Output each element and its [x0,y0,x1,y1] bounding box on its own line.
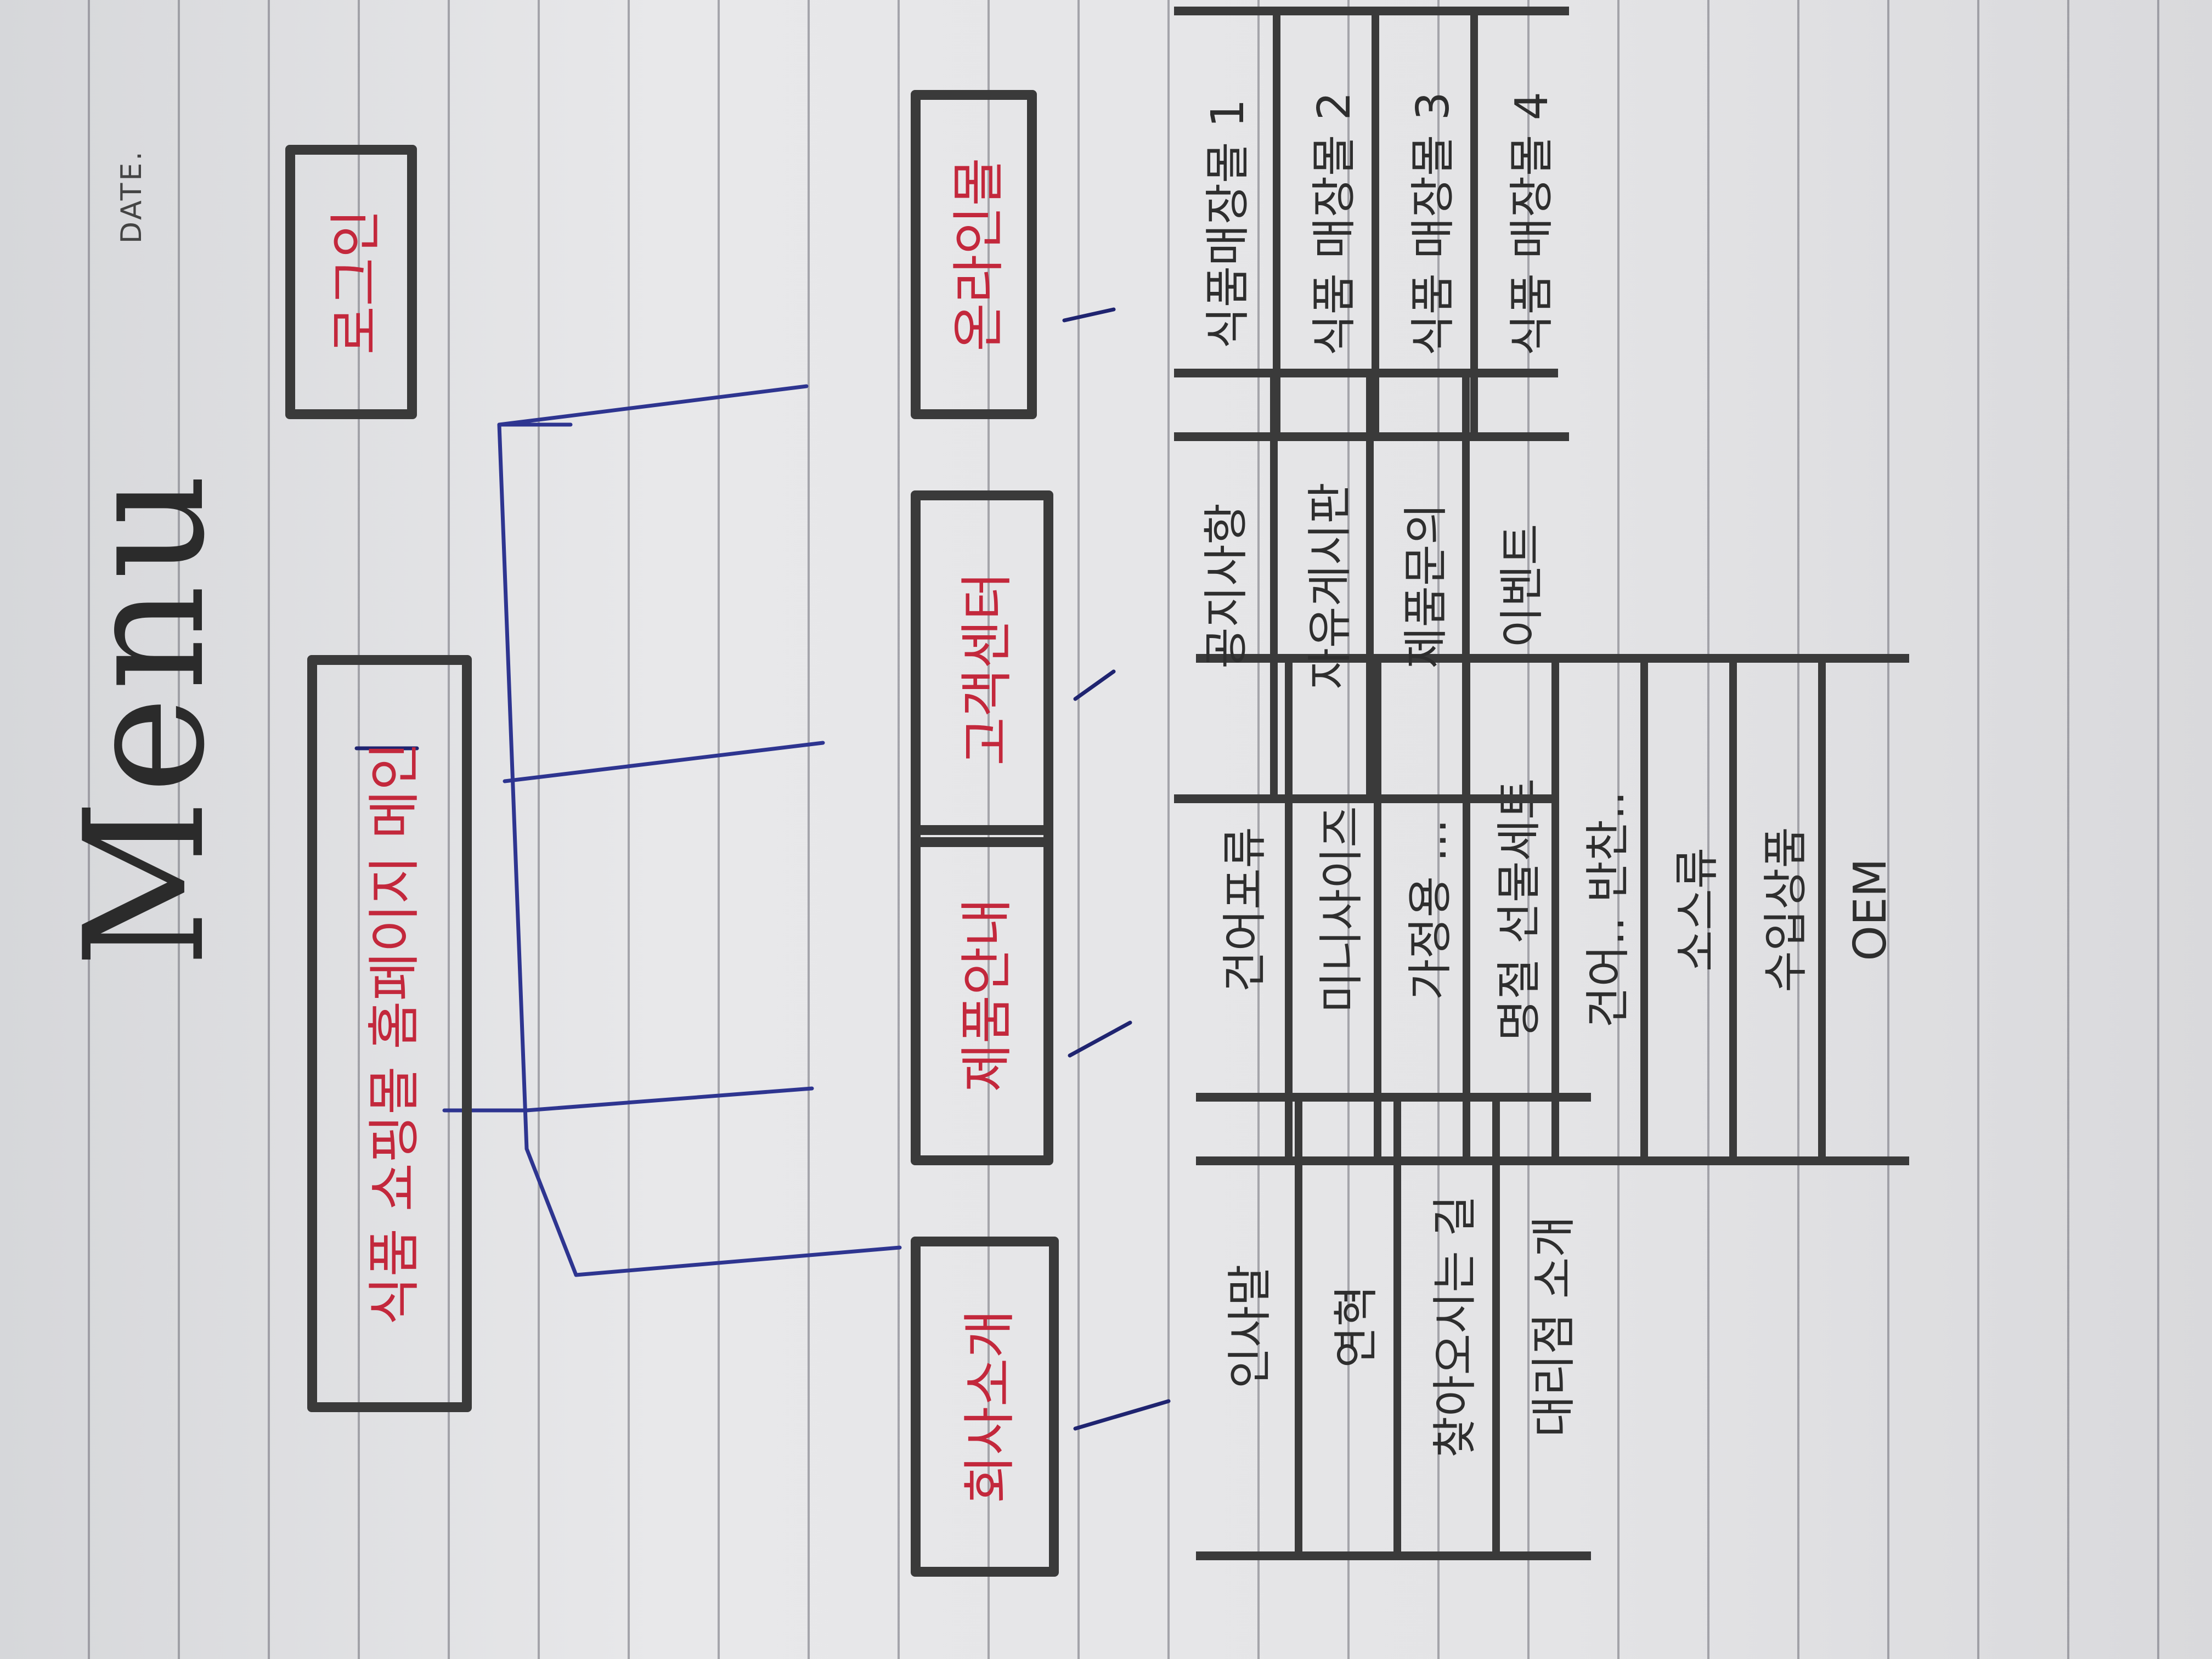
submenu-item[interactable]: 식품매장몰 1 [1201,99,1254,349]
submenu-item[interactable]: OEM [1818,663,1915,1156]
tick-product [1068,1020,1132,1058]
trunk-line [497,422,578,1277]
product-info-label: 제품안내 [956,898,1018,1092]
online-mall-submenu: 식품매장몰 1 식품 매장몰 2 식품 매장몰 3 식품 매장몰 4 [1174,7,1577,441]
tick-company [1073,1399,1171,1431]
main-page-box[interactable]: 식품 쇼핑몰 홈페이지 메인 [307,655,472,1412]
submenu-item[interactable]: 찾아오시는 길 [1393,1102,1500,1551]
submenu-item[interactable]: 연혁 [1295,1102,1401,1551]
company-intro-box[interactable]: 회사소개 [911,1237,1059,1577]
submenu-item[interactable]: 식품 매장몰 2 [1273,15,1379,432]
submenu-item[interactable]: 건어.. 반찬.. [1551,663,1648,1156]
submenu-item[interactable]: 식품 매장몰 4 [1470,15,1577,432]
online-mall-box[interactable]: 온라인몰 [911,90,1037,419]
submenu-item[interactable]: 대리점 소개 [1492,1102,1599,1551]
product-info-box[interactable]: 제품안내 [911,825,1053,1165]
tick-mall [1062,307,1116,323]
online-mall-label: 온라인몰 [947,157,1009,352]
submenu-item[interactable]: 식품 매장몰 3 [1372,15,1478,432]
main-page-label: 식품 쇼핑몰 홈페이지 메인 [363,742,425,1325]
login-label: 로그인 [325,209,387,355]
tick-support [1073,669,1116,701]
branch-product-line [524,1086,814,1113]
customer-center-box[interactable]: 고객센터 [911,490,1053,847]
submenu-item[interactable]: 소스류 [1640,663,1737,1156]
submenu-item[interactable]: 수입상품 [1729,663,1826,1156]
customer-center-label: 고객센터 [956,572,1018,766]
branch-company-line [574,1245,902,1277]
branch-support-line [503,741,825,783]
branch-mall-line [497,384,809,427]
submenu-item[interactable]: 인사말 [1223,1264,1276,1389]
company-intro-label: 회사소개 [958,1310,1020,1504]
login-box[interactable]: 로그인 [285,145,417,419]
